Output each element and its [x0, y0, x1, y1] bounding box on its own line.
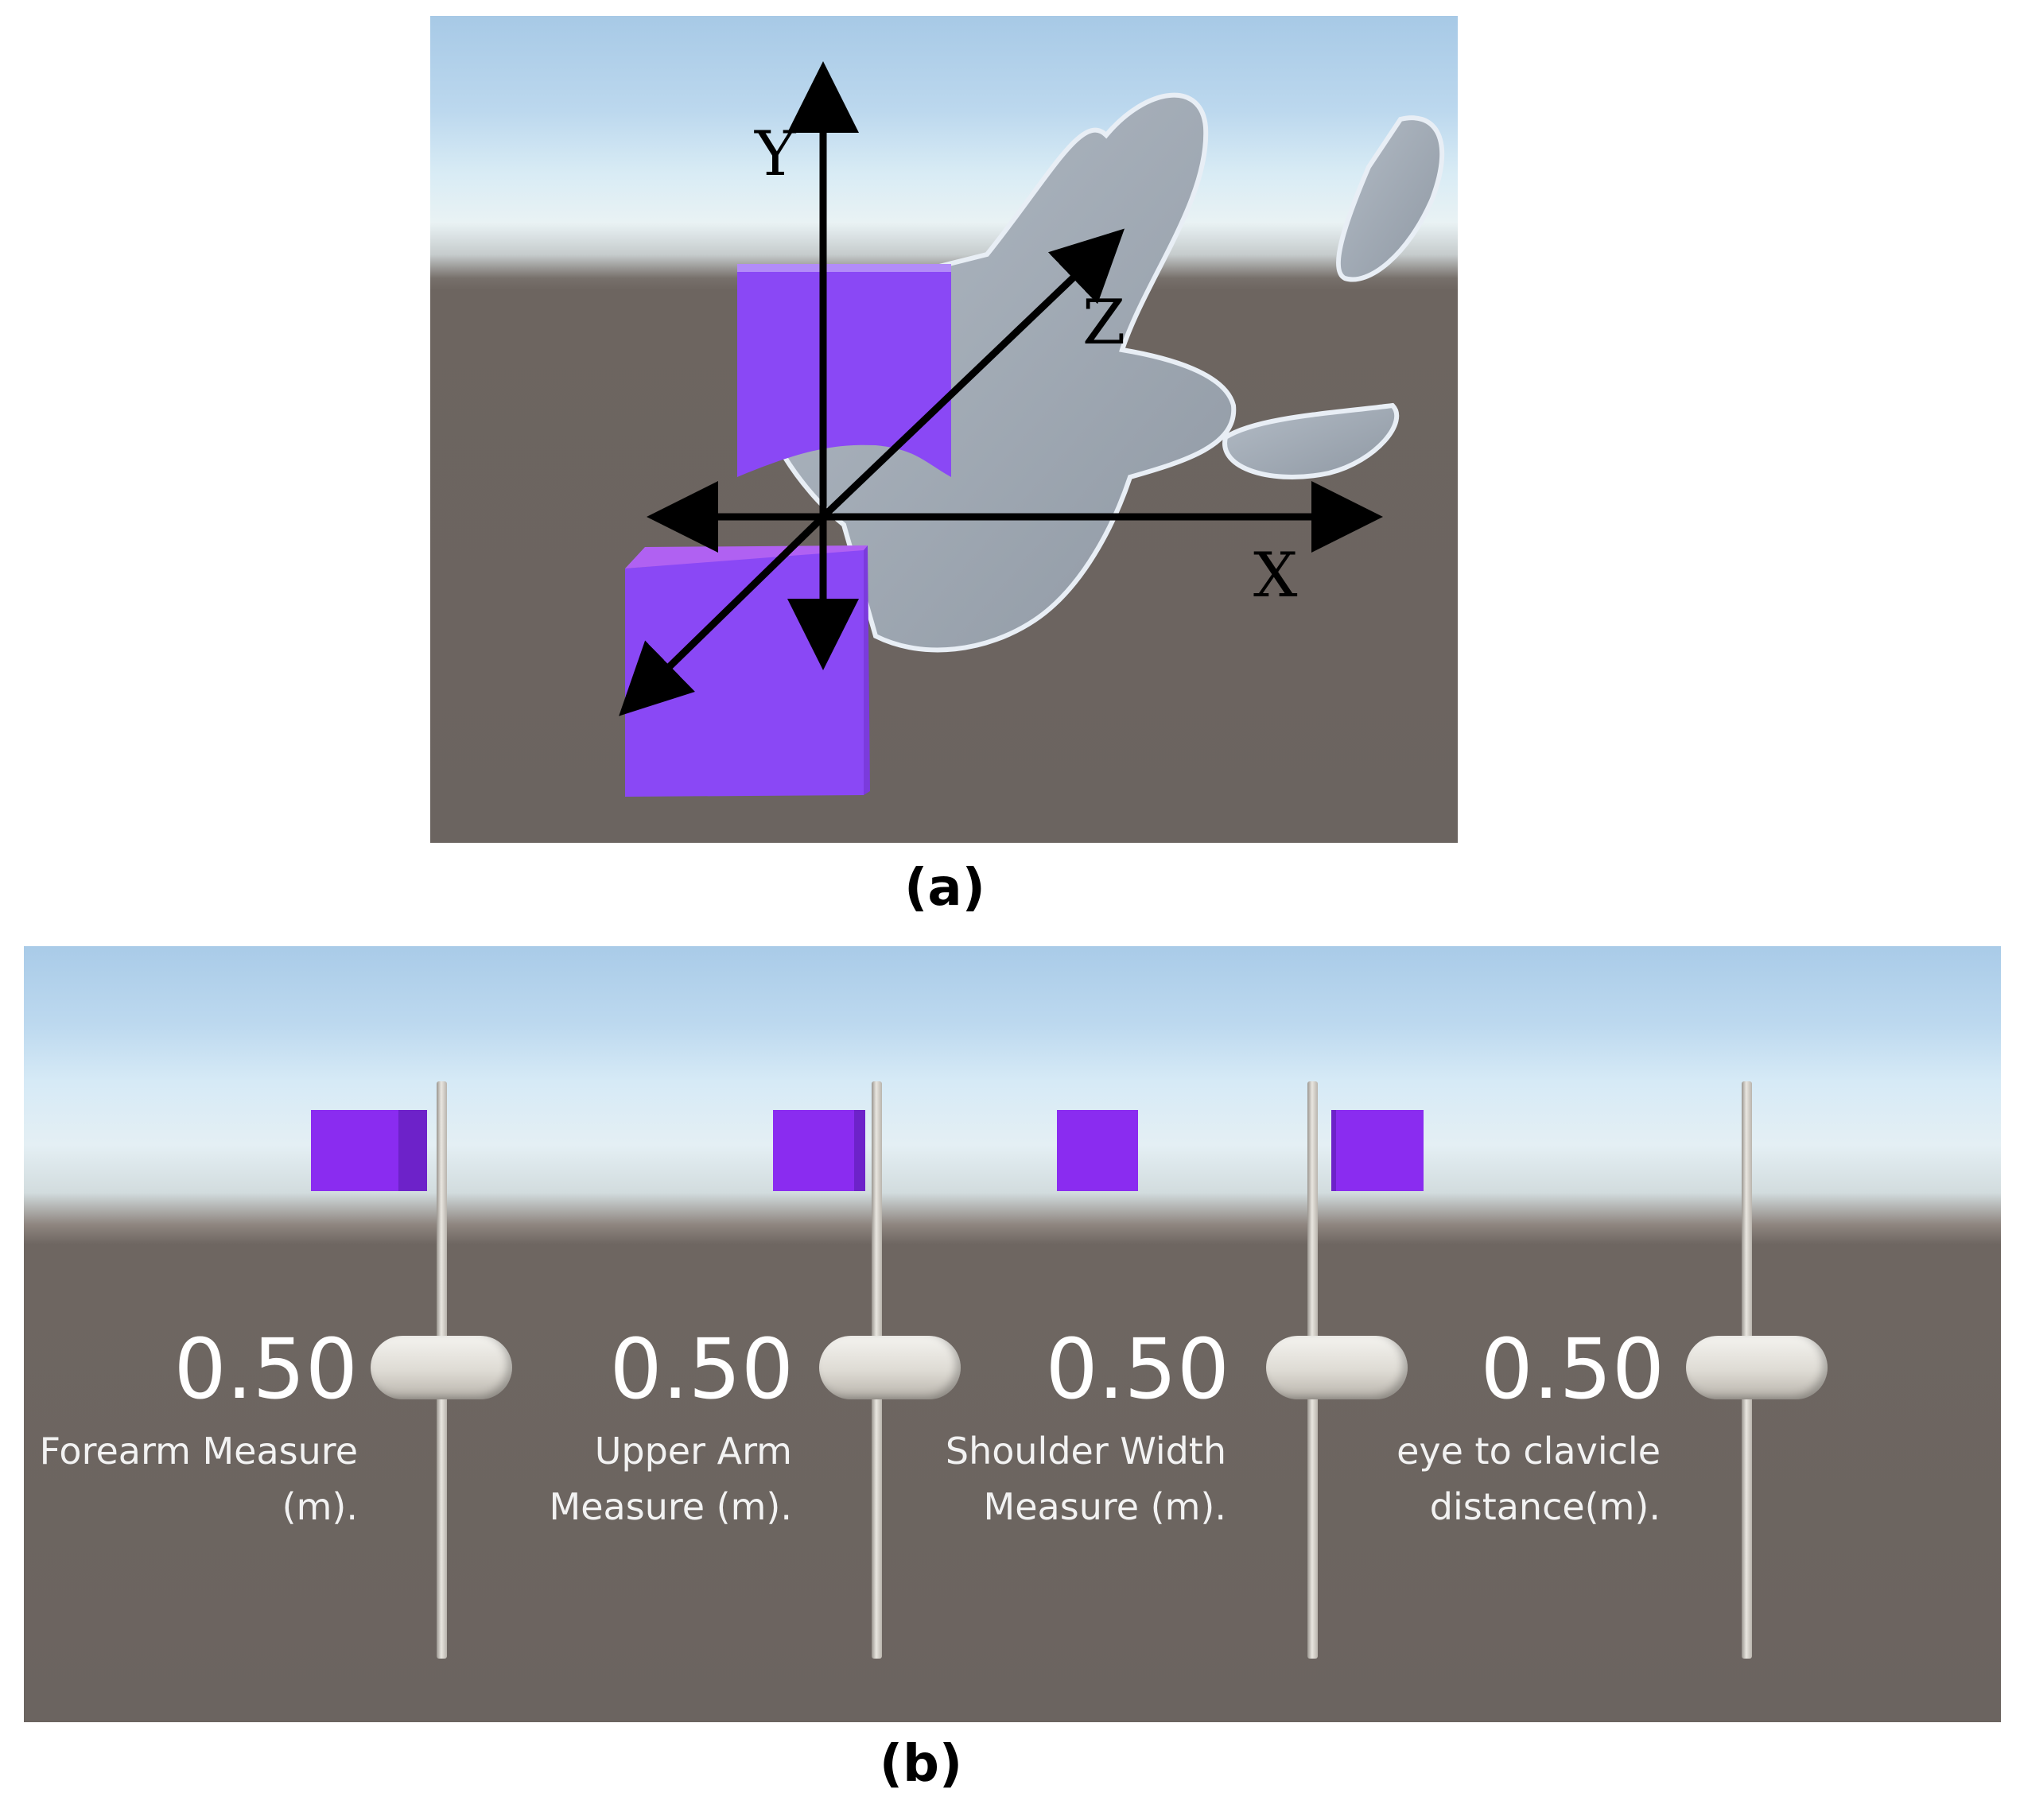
- z-axis-label: Z: [1082, 287, 1125, 359]
- slider-label-upper-arm: Upper Arm Measure (m).: [549, 1430, 792, 1528]
- upper-cube: [737, 264, 951, 477]
- axes: [619, 61, 1383, 716]
- slider-value-forearm: 0.50: [173, 1321, 358, 1418]
- y-axis-label: Y: [754, 118, 797, 190]
- slider-handle-eye-clavicle[interactable]: [1686, 1336, 1828, 1399]
- slider-handle-forearm[interactable]: [371, 1336, 512, 1399]
- slider-handle-shoulder-width[interactable]: [1266, 1336, 1408, 1399]
- slider-label-forearm: Forearm Measure (m).: [39, 1430, 358, 1528]
- cube-forearm: [311, 1110, 427, 1191]
- z-axis-back: [820, 228, 1125, 520]
- hand-finger: [1222, 402, 1400, 479]
- slider-value-shoulder-width: 0.50: [1045, 1321, 1229, 1418]
- scene-drawing: Y X Z: [619, 61, 1445, 797]
- z-axis-front: [619, 514, 826, 716]
- cube-upper-arm: [773, 1110, 865, 1191]
- slider-handle-upper-arm[interactable]: [819, 1336, 961, 1399]
- cube-shoulder-width: [1057, 1110, 1138, 1191]
- hand-axes-scene: Y X Z: [430, 16, 1458, 843]
- cube-eye-clavicle: [1331, 1110, 1424, 1191]
- caption-b: (b): [879, 1735, 963, 1794]
- calibration-sliders-scene: 0.50 Forearm Measure (m). 0.50 Upper Arm…: [24, 946, 2001, 1722]
- slider-label-shoulder-width: Shoulder Width Measure (m).: [945, 1430, 1226, 1528]
- slider-value-eye-clavicle: 0.50: [1480, 1321, 1665, 1418]
- slider-label-eye-clavicle: eye to clavicle distance(m).: [1397, 1430, 1661, 1528]
- caption-a: (a): [904, 859, 985, 918]
- x-axis-label: X: [1253, 540, 1298, 611]
- hand-index-finger: [1336, 115, 1445, 282]
- slider-value-upper-arm: 0.50: [609, 1321, 794, 1418]
